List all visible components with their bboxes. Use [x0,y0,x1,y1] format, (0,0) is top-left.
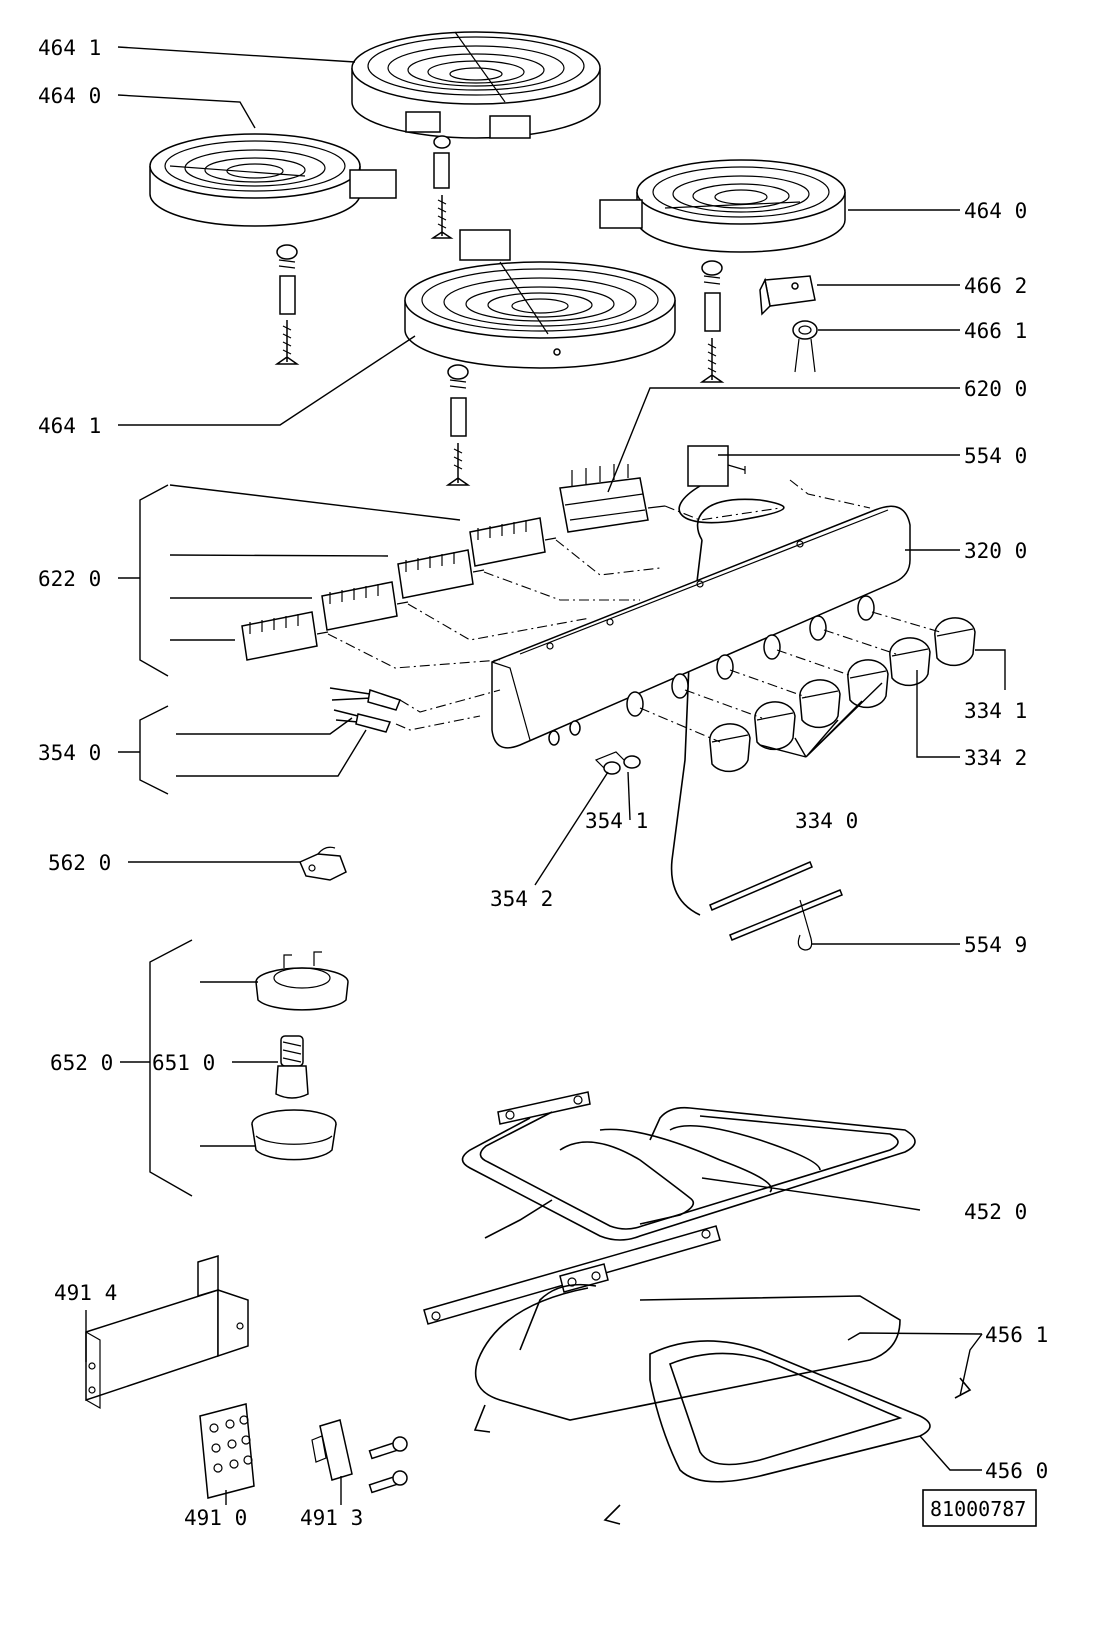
selector-switch [559,464,666,533]
assembly-line-12 [776,649,853,677]
label-456-0: 456 0 [985,1459,1048,1483]
assembly-line-3 [407,603,591,641]
label-452-0: 452 0 [964,1200,1027,1224]
energy-regulator-1 [469,517,557,567]
energy-regulator-2 [397,549,485,599]
label-562-0: 562 0 [48,851,111,875]
label-456-1: 456 1 [985,1323,1048,1347]
assembly-line-11 [729,669,807,698]
fixing-stack-top [430,135,454,239]
hotplate-left-rear [149,133,397,227]
assembly-line-2 [483,571,640,601]
label-554-9: 554 9 [964,933,1027,957]
label-334-1: 334 1 [964,699,1027,723]
assembly-line-14 [871,611,941,633]
assembly-line-5 [399,689,501,713]
label-464-1-top: 464 1 [38,36,101,60]
energy-regulator-4 [241,611,329,661]
assembly-line-4 [327,633,501,669]
label-464-0-right: 464 0 [964,199,1027,223]
oven-lamp-bulb [275,1035,309,1099]
hotplate-top-rear [351,31,601,139]
label-491-4: 491 4 [54,1281,117,1305]
label-620-0: 620 0 [964,377,1027,401]
document-number-box: 81000787 [922,1489,1037,1527]
assembly-line-13 [823,629,897,655]
label-320-0: 320 0 [964,539,1027,563]
label-354-2: 354 2 [490,887,553,911]
lower-heating-element [423,1225,972,1525]
energy-regulator-3 [321,581,409,631]
label-466-1: 466 1 [964,319,1027,343]
control-knob-b [754,701,796,751]
oven-lamp-cover [251,1109,337,1161]
grill-element [461,1091,916,1241]
terminal-block [199,1403,255,1499]
assembly-line-8 [789,479,871,509]
label-354-0: 354 0 [38,741,101,765]
label-334-0: 334 0 [795,809,858,833]
control-knob-c [799,679,841,729]
label-622-0: 622 0 [38,567,101,591]
oven-lamp-holder [255,951,349,1011]
control-panel [491,505,911,749]
control-knob-a [709,723,751,773]
indicator-lamp-bracket [759,275,816,316]
fixing-stack-front [445,364,471,486]
thermostat [670,445,785,916]
label-651-0: 651 0 [152,1051,215,1075]
label-464-1-mid: 464 1 [38,414,101,438]
assembly-line-7 [664,505,781,521]
indicator-lamp-pair [329,687,401,733]
lamp-lens-pair [594,751,641,775]
indicator-lamp [792,320,818,373]
control-knob-d [847,659,889,709]
label-652-0: 652 0 [50,1051,113,1075]
assembly-line-1 [555,539,661,576]
hotplate-front [404,229,676,369]
fixing-stack-right [699,260,725,383]
label-464-0-left: 464 0 [38,84,101,108]
control-knob-f [934,617,976,667]
wire-clip [299,846,347,881]
document-number: 81000787 [930,1497,1026,1521]
label-491-0: 491 0 [184,1506,247,1530]
cable-clamp [311,1419,408,1494]
label-354-1: 354 1 [585,809,648,833]
control-knob-e [889,637,931,687]
mounting-bracket [85,1254,249,1410]
label-334-2: 334 2 [964,746,1027,770]
leader-lines [85,46,1006,1505]
part-labels: 464 1 464 0 464 0 466 2 466 1 464 1 620 … [38,36,1048,1530]
assembly-line-10 [684,689,763,719]
hotplate-right-rear [599,159,846,253]
thermostat-bulb [709,861,843,951]
label-466-2: 466 2 [964,274,1027,298]
assembly-line-6 [395,715,481,731]
fixing-stack-left [274,244,300,365]
label-554-0: 554 0 [964,444,1027,468]
label-491-3: 491 3 [300,1506,363,1530]
assembly-line-9 [639,707,721,743]
control-knob-set [709,617,976,773]
